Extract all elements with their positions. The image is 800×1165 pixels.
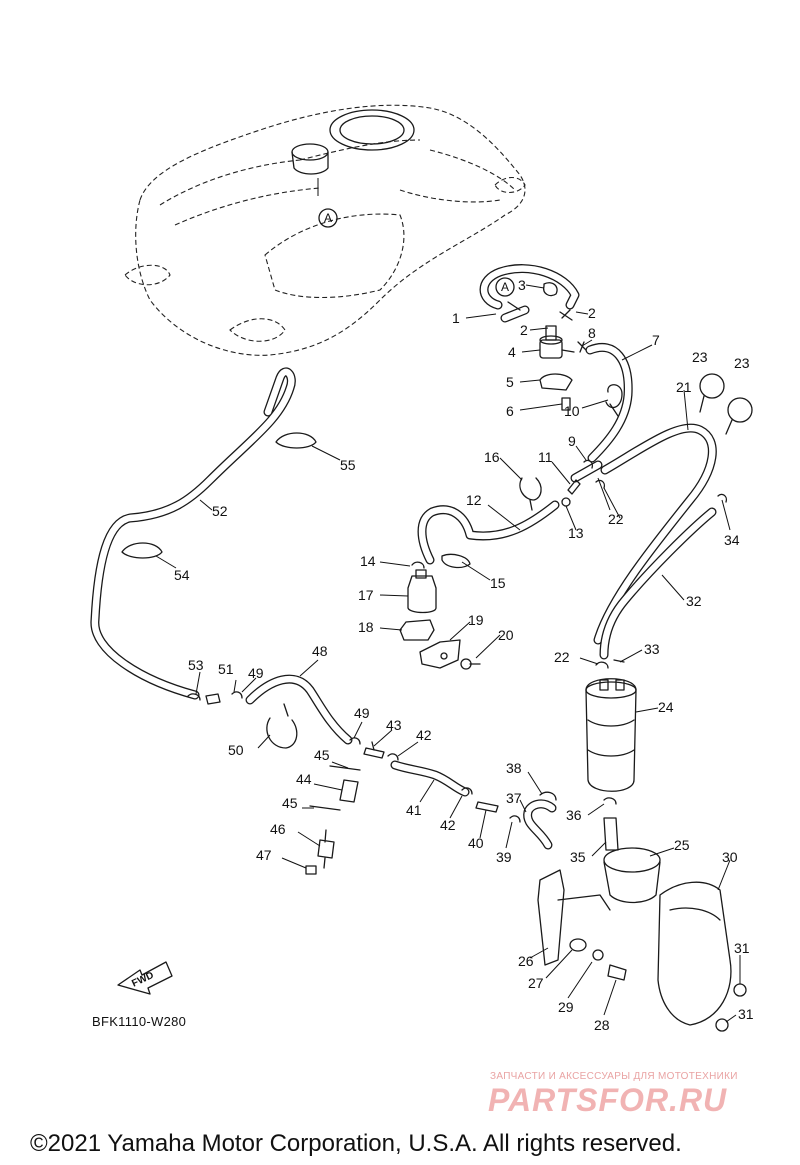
callout-37: 37 xyxy=(506,790,522,806)
callout-15: 15 xyxy=(490,575,506,591)
callout-48: 48 xyxy=(312,643,328,659)
fwd-arrow: FWD xyxy=(117,961,173,995)
callout-16: 16 xyxy=(484,449,500,465)
callout-53: 53 xyxy=(188,657,204,673)
fuel-tank: A xyxy=(124,104,526,356)
watermark-tagline: ЗАПЧАСТИ И АКСЕССУАРЫ ДЛЯ МОТОТЕХНИКИ xyxy=(490,1071,738,1082)
callout-49-right: 49 xyxy=(354,705,370,721)
callout-10: 10 xyxy=(564,403,580,419)
callout-13: 13 xyxy=(568,525,584,541)
callout-27: 27 xyxy=(528,975,544,991)
callout-41: 41 xyxy=(406,802,422,818)
callout-19: 19 xyxy=(468,612,484,628)
callout-51: 51 xyxy=(218,661,234,677)
callout-31-upper: 31 xyxy=(734,940,750,956)
callout-1: 1 xyxy=(452,310,460,326)
callout-34: 34 xyxy=(724,532,740,548)
callout-25: 25 xyxy=(674,837,690,853)
callout-20: 20 xyxy=(498,627,514,643)
callout-47: 47 xyxy=(256,847,272,863)
callout-24: 24 xyxy=(658,699,674,715)
callout-5: 5 xyxy=(506,374,514,390)
leader-lines xyxy=(155,284,741,1023)
callout-39: 39 xyxy=(496,849,512,865)
callout-44: 44 xyxy=(296,771,312,787)
callout-23-right: 23 xyxy=(734,355,750,371)
callout-22-lower: 22 xyxy=(554,649,570,665)
reference-mark-a-hose: A xyxy=(501,280,509,294)
callout-3: 3 xyxy=(518,277,526,293)
callout-18: 18 xyxy=(358,619,374,635)
callout-52: 52 xyxy=(212,503,228,519)
callout-31-lower: 31 xyxy=(738,1006,754,1022)
callout-46: 46 xyxy=(270,821,286,837)
callout-40: 40 xyxy=(468,835,484,851)
callout-33: 33 xyxy=(644,641,660,657)
callout-6: 6 xyxy=(506,403,514,419)
diagram-code: BFK1110-W280 xyxy=(92,1014,187,1029)
callout-11: 11 xyxy=(538,449,553,465)
callout-43: 43 xyxy=(386,717,402,733)
reference-mark-a-tank: A xyxy=(324,211,332,225)
callout-28: 28 xyxy=(594,1017,610,1033)
callout-49-left: 49 xyxy=(248,665,264,681)
callout-4: 4 xyxy=(508,344,516,360)
callout-50: 50 xyxy=(228,742,244,758)
callout-23-left: 23 xyxy=(692,349,708,365)
callout-55: 55 xyxy=(340,457,356,473)
callout-9: 9 xyxy=(568,433,576,449)
copyright-notice: ©2021 Yamaha Motor Corporation, U.S.A. A… xyxy=(30,1130,682,1157)
callout-26: 26 xyxy=(518,953,534,969)
callout-17: 17 xyxy=(358,587,374,603)
canister xyxy=(585,678,637,792)
callout-42-lower: 42 xyxy=(440,817,456,833)
callout-7: 7 xyxy=(652,332,660,348)
callout-12: 12 xyxy=(466,492,482,508)
callout-22-upper: 22 xyxy=(608,511,624,527)
callout-2-upper: 2 xyxy=(588,305,596,321)
callout-21: 21 xyxy=(676,379,692,395)
callouts: 1 2 2 3 4 5 6 7 8 9 10 11 12 13 14 15 16… xyxy=(174,277,754,1033)
watermark-logo: PARTSFOR.RU xyxy=(488,1082,728,1118)
callout-30: 30 xyxy=(722,849,738,865)
callout-36: 36 xyxy=(566,807,582,823)
callout-45-lower: 45 xyxy=(282,795,298,811)
components: A xyxy=(117,277,753,1032)
callout-14: 14 xyxy=(360,553,376,569)
callout-38: 38 xyxy=(506,760,522,776)
callout-45-upper: 45 xyxy=(314,747,330,763)
callout-32: 32 xyxy=(686,593,702,609)
callout-54: 54 xyxy=(174,567,190,583)
hoses xyxy=(90,264,717,850)
callout-35: 35 xyxy=(570,849,586,865)
callout-29: 29 xyxy=(558,999,574,1015)
callout-8: 8 xyxy=(588,325,596,341)
callout-42-right: 42 xyxy=(416,727,432,743)
callout-2-lower: 2 xyxy=(520,322,528,338)
